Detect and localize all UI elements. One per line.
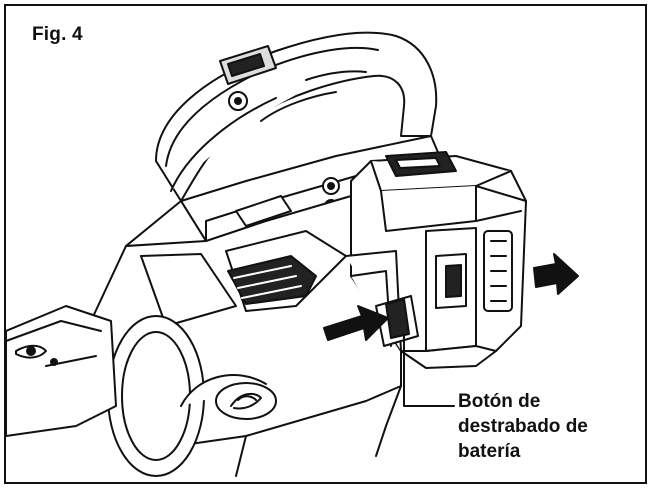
front-collar (107, 315, 277, 477)
callout-line-2: destrabado de (458, 416, 588, 437)
battery-pack (350, 151, 527, 369)
figure-label: Fig. 4 (32, 24, 83, 45)
battery-release-button-label: Botón de destrabado de batería (458, 389, 588, 464)
callout-line-1: Botón de (458, 391, 541, 412)
figure-frame: Fig. 4 Botón de destrabado de batería (4, 4, 647, 484)
push-arrow (323, 305, 389, 341)
remove-arrow (533, 253, 579, 295)
callout-leader-line (403, 335, 455, 407)
callout-line-3: batería (458, 441, 521, 462)
handle (155, 31, 438, 202)
blower-battery-illustration (6, 31, 579, 477)
blower-tube (6, 305, 117, 437)
